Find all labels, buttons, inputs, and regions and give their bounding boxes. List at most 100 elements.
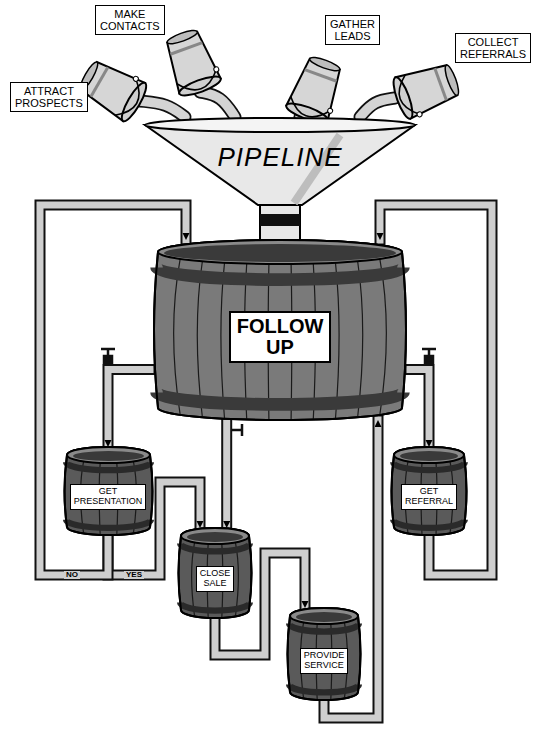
stream <box>140 101 185 117</box>
barrel: GET PRESENTATION <box>62 447 155 535</box>
pour-stream <box>140 101 185 117</box>
tap-handle <box>422 348 436 351</box>
label-box: GATHER LEADS <box>325 15 380 45</box>
tap <box>425 356 433 363</box>
pipe-bore <box>108 370 150 447</box>
barrel-stave <box>192 542 195 616</box>
barrel-hoop <box>66 520 151 528</box>
label-box: MAKE CONTACTS <box>95 5 165 35</box>
tap-stem <box>232 429 242 432</box>
barrel-hoop <box>289 684 359 692</box>
pail-mouth <box>118 80 150 124</box>
tap <box>104 356 112 363</box>
barrel-opening <box>187 532 243 542</box>
barrel-body <box>154 240 406 420</box>
bucket: MAKE CONTACTS <box>95 2 215 92</box>
barrel-stave <box>197 261 202 417</box>
bucket-label: COLLECT REFERRALS <box>460 36 526 60</box>
label-box: GET REFERRAL <box>401 484 457 510</box>
barrel-stave <box>221 263 225 419</box>
barrel: PROVIDE SERVICE <box>285 608 363 700</box>
pail-shade <box>170 43 202 55</box>
pipe <box>226 420 227 528</box>
pipe-bore <box>223 420 230 528</box>
barrel: CLOSE SALE <box>176 528 254 618</box>
label-box: PIPELINE <box>217 144 342 170</box>
funnel-rim <box>145 118 415 132</box>
label-box: COLLECT REFERRALS <box>455 33 531 63</box>
barrel-outline <box>288 608 361 700</box>
pail-bottom <box>166 28 199 46</box>
pail <box>390 58 464 122</box>
tap-handle <box>101 348 115 351</box>
barrel-body <box>179 528 252 618</box>
funnel-label: PIPELINE <box>217 144 342 170</box>
barrel-label: GET REFERRAL <box>405 487 453 507</box>
barrel: FOLLOW UP <box>150 240 410 420</box>
barrel-label: CLOSE SALE <box>200 569 231 589</box>
barrel-hoop <box>157 392 404 404</box>
pail-shade <box>305 70 337 82</box>
pail-shade <box>435 68 447 100</box>
bucket: GATHER LEADS <box>275 15 385 110</box>
pail-handle <box>115 79 147 122</box>
label-box: FOLLOW UP <box>229 311 332 363</box>
barrel-rim <box>158 240 402 264</box>
barrel-stave <box>235 542 238 616</box>
pipe-outline <box>221 420 232 528</box>
barrel-label: PROVIDE SERVICE <box>304 651 345 671</box>
pail-bottom <box>308 55 341 73</box>
label-box: ATTRACT PROSPECTS <box>10 82 88 112</box>
barrel-opening <box>296 612 352 622</box>
funnel-cone <box>145 125 415 205</box>
barrel-rim <box>290 608 358 624</box>
pail-rivet <box>416 111 422 117</box>
label-box: PROVIDE SERVICE <box>300 648 349 674</box>
stream <box>360 98 395 117</box>
barrel-outline <box>179 528 252 618</box>
pail-handle <box>177 69 221 96</box>
barrel-opening <box>73 451 144 461</box>
pipe <box>410 370 429 447</box>
pail-mouth <box>177 73 222 99</box>
barrel-body <box>392 447 467 535</box>
spout-band <box>260 214 300 226</box>
barrel-label: GET PRESENTATION <box>74 487 143 507</box>
stream-outline <box>360 98 395 117</box>
barrel-stave <box>335 263 339 419</box>
pipe-label: YES <box>124 571 144 579</box>
barrel-rim <box>394 447 464 463</box>
barrel-stave <box>358 261 363 417</box>
pipe-outline <box>410 370 429 447</box>
barrel-hoop <box>180 603 250 611</box>
stream-outline <box>200 92 235 117</box>
barrel-label: FOLLOW UP <box>237 316 324 358</box>
pail-handle <box>393 75 420 119</box>
pail <box>160 25 224 99</box>
bucket: ATTRACT PROSPECTS <box>10 40 140 125</box>
pipe-outline <box>108 370 150 447</box>
barrel-stave <box>380 259 387 415</box>
bucket-label: GATHER LEADS <box>330 18 375 42</box>
label-box: GET PRESENTATION <box>70 484 147 510</box>
stream <box>200 92 235 117</box>
barrel-body <box>64 447 152 535</box>
pail-rivet <box>213 66 219 72</box>
pail-rivet <box>327 108 333 114</box>
pipe-label: NO <box>64 571 80 579</box>
label-box: CLOSE SALE <box>196 566 235 592</box>
pail-bottom <box>443 64 461 97</box>
barrel-opening <box>400 451 458 461</box>
barrel-outline <box>64 447 152 535</box>
pipe-bore <box>410 370 429 447</box>
barrel-hoop <box>393 520 465 528</box>
pail <box>284 53 348 127</box>
bucket-label: ATTRACT PROSPECTS <box>15 85 83 109</box>
funnel: PIPELINE <box>140 117 420 207</box>
barrel-outline <box>392 447 467 535</box>
barrel-body <box>288 608 361 700</box>
pour-stream <box>200 92 235 117</box>
tap-handle <box>241 424 244 436</box>
pail-rivet <box>132 75 139 82</box>
